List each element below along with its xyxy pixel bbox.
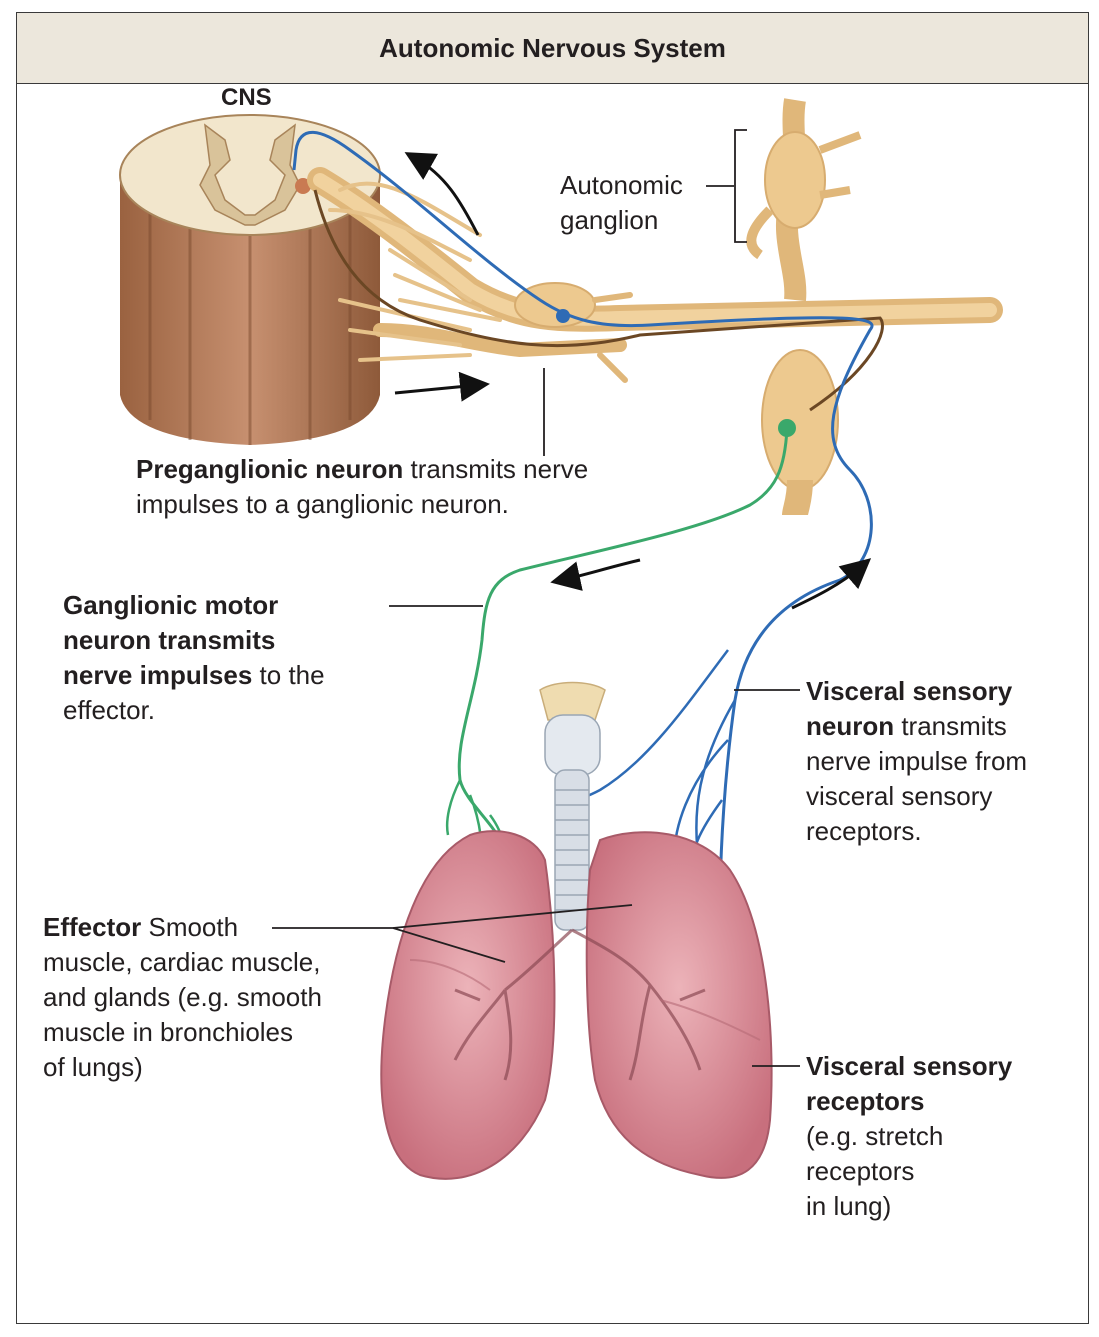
spinal-cord xyxy=(119,114,381,445)
autonomic-ganglion-label: Autonomic ganglion xyxy=(560,168,683,238)
vsr-bold1: Visceral sensory xyxy=(806,1051,1013,1081)
diagram-title: Autonomic Nervous System xyxy=(379,32,726,63)
vsn-line4: visceral sensory xyxy=(806,781,993,811)
preganglionic-axon xyxy=(313,189,884,412)
vsn-line3: nerve impulse from xyxy=(806,746,1028,776)
ganglionic-motor-bold2: neuron transmits xyxy=(63,625,276,655)
visceral-sensory-neuron-label: Visceral sensory neuron transmits nerve … xyxy=(806,674,1027,849)
autonomic-ganglion-line1: Autonomic xyxy=(560,170,683,200)
left-lung xyxy=(380,830,556,1180)
title-bar: Autonomic Nervous System xyxy=(17,13,1088,84)
preganglionic-rest1: transmits nerve xyxy=(403,454,589,484)
effector-label: Effector Smooth muscle, cardiac muscle, … xyxy=(43,910,322,1085)
impulse-arrows xyxy=(394,152,872,610)
effector-line2: muscle, cardiac muscle, xyxy=(43,947,321,977)
effector-line3: and glands (e.g. smooth xyxy=(43,982,322,1012)
effector-rest1: Smooth xyxy=(141,912,239,942)
autonomic-ganglion-line2: ganglion xyxy=(560,205,659,235)
ganglionic-motor-label: Ganglionic motor neuron transmits nerve … xyxy=(63,588,325,728)
ganglionic-motor-bold3: nerve impulses xyxy=(63,660,253,690)
vsn-bold2: neuron xyxy=(806,711,895,741)
vsr-line4: receptors xyxy=(806,1156,915,1186)
vsr-line3: (e.g. stretch xyxy=(806,1121,944,1151)
lungs xyxy=(380,830,773,1180)
ganglionic-motor-bold1: Ganglionic motor xyxy=(63,590,279,620)
arrow-sensory-up-cns xyxy=(404,152,480,236)
trachea xyxy=(539,681,606,931)
ganglionic-motor-rest3: to the xyxy=(252,660,325,690)
arrow-sensory-in xyxy=(791,558,872,610)
effector-bold: Effector xyxy=(43,912,142,942)
preganglionic-line2: impulses to a ganglionic neuron. xyxy=(136,489,509,519)
preganglionic-label: Preganglionic neuron transmits nerve imp… xyxy=(136,452,588,522)
effector-line5: of lungs) xyxy=(43,1052,143,1082)
bronchial-tree xyxy=(453,928,706,1081)
visceral-sensory-receptors-label: Visceral sensory receptors (e.g. stretch… xyxy=(806,1049,1012,1224)
arrow-motor-out xyxy=(550,558,641,591)
ganglionic-motor-line4: effector. xyxy=(63,695,156,725)
sensory-branches xyxy=(569,649,737,881)
vsr-bold2: receptors xyxy=(806,1086,925,1116)
vsn-bold1: Visceral sensory xyxy=(806,676,1013,706)
cns-label: CNS xyxy=(221,84,272,111)
effector-line4: muscle in bronchioles xyxy=(43,1017,294,1047)
preganglionic-bold: Preganglionic neuron xyxy=(136,454,404,484)
arrow-preganglionic-out xyxy=(394,371,490,402)
leader-lines xyxy=(272,129,800,1067)
vsr-line5: in lung) xyxy=(806,1191,892,1221)
vsn-rest2: transmits xyxy=(894,711,1007,741)
visceral-sensory-neuron xyxy=(292,130,874,911)
ganglionic-motor-neuron xyxy=(457,427,789,841)
autonomic-ganglion-chain xyxy=(746,98,862,517)
vsn-line5: receptors. xyxy=(806,816,922,846)
